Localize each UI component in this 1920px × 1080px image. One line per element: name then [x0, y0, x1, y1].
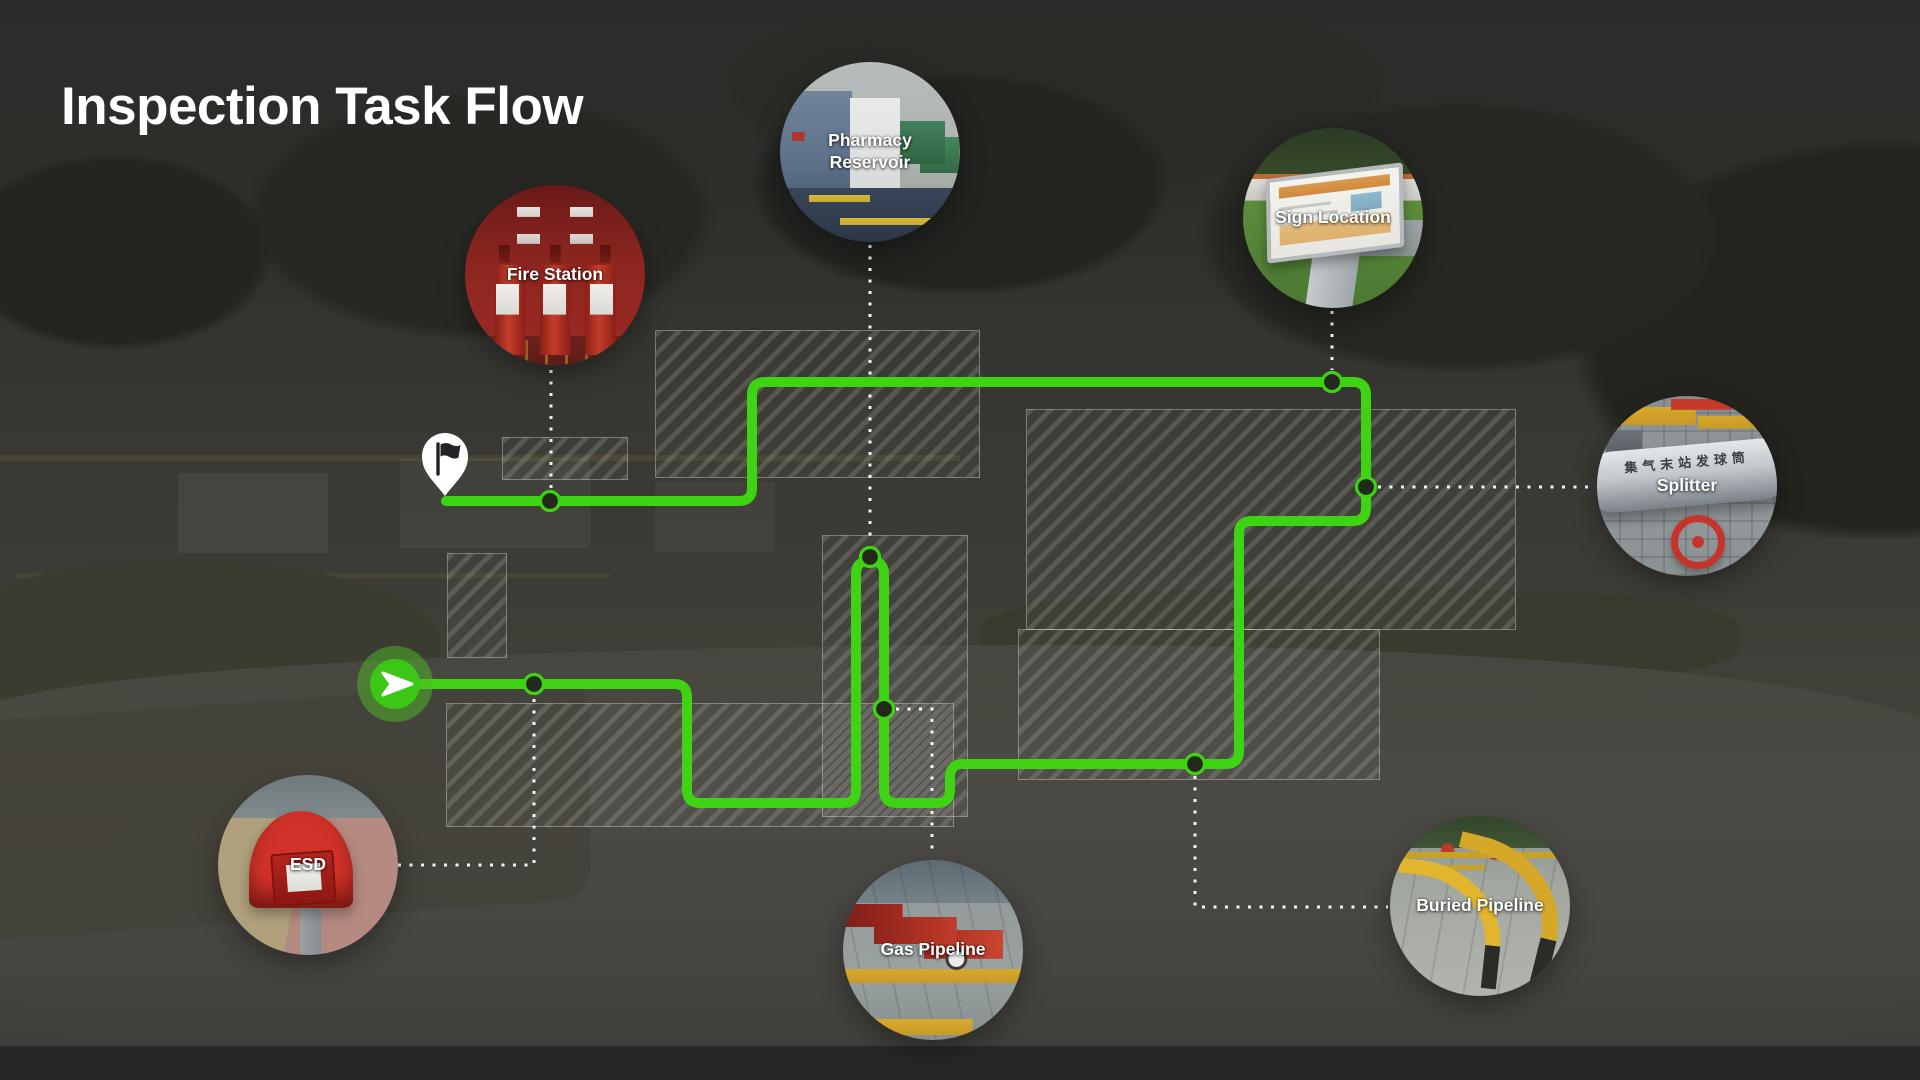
page-title: Inspection Task Flow [61, 76, 584, 136]
task-node-buried-pipeline[interactable]: Buried Pipeline [1390, 816, 1570, 996]
route-waypoint-splitter[interactable] [1354, 475, 1378, 499]
flag-icon [440, 443, 461, 459]
task-label: Pharmacy Reservoir [828, 130, 912, 172]
navigation-arrow-icon [381, 671, 414, 697]
task-label: Sign Location [1275, 207, 1391, 228]
dotted-connector [1193, 776, 1388, 909]
task-label: ESD [290, 854, 326, 875]
route-waypoint-buried-pipeline[interactable] [1183, 752, 1207, 776]
splitter-photo: 集气末站发球筒 [1597, 396, 1777, 576]
background-trees [0, 18, 1920, 538]
task-label: Buried Pipeline [1416, 895, 1544, 916]
route-waypoint-pharmacy-reservoir[interactable] [858, 545, 882, 569]
pharmacy-reservoir-photo [780, 62, 960, 242]
hatch-zone [655, 330, 980, 478]
task-node-gas-pipeline[interactable]: Gas Pipeline [843, 860, 1023, 1040]
task-node-esd[interactable]: ESD [218, 775, 398, 955]
route-waypoint-sign-location[interactable] [1320, 370, 1344, 394]
map-pin-shape [422, 433, 468, 496]
route-waypoints [522, 370, 1378, 776]
sign-location-photo [1243, 128, 1423, 308]
dotted-connector [398, 696, 536, 867]
tank-chinese-text: 集气末站发球筒 [1623, 449, 1751, 476]
end-flag-marker[interactable] [422, 433, 468, 496]
dotted-connectors [398, 245, 1595, 909]
buried-pipeline-photo [1390, 816, 1570, 996]
start-marker[interactable] [357, 646, 433, 722]
task-label: Splitter [1656, 475, 1718, 496]
route-layer [390, 377, 1371, 808]
task-label: Fire Station [506, 264, 604, 285]
task-node-splitter[interactable]: 集气末站发球筒 Splitter [1597, 396, 1777, 576]
dotted-connector [896, 707, 934, 857]
task-node-sign-location[interactable]: Sign Location [1243, 128, 1423, 308]
fire-station-photo [465, 185, 645, 365]
esd-photo [218, 775, 398, 955]
route-path [390, 377, 1371, 808]
route-waypoint-gas-pipeline[interactable] [872, 697, 896, 721]
task-node-fire-station[interactable]: Fire Station [465, 185, 645, 365]
route-waypoint-esd[interactable] [522, 672, 546, 696]
hatch-zone [502, 437, 628, 480]
hatch-zone [822, 535, 968, 817]
task-label: Gas Pipeline [880, 939, 986, 960]
hatch-zone [447, 553, 507, 658]
gas-pipeline-photo [843, 860, 1023, 1040]
task-node-pharmacy-reservoir[interactable]: Pharmacy Reservoir [780, 62, 960, 242]
background-road-edge [0, 1046, 1920, 1080]
route-waypoint-fire-station[interactable] [538, 489, 562, 513]
